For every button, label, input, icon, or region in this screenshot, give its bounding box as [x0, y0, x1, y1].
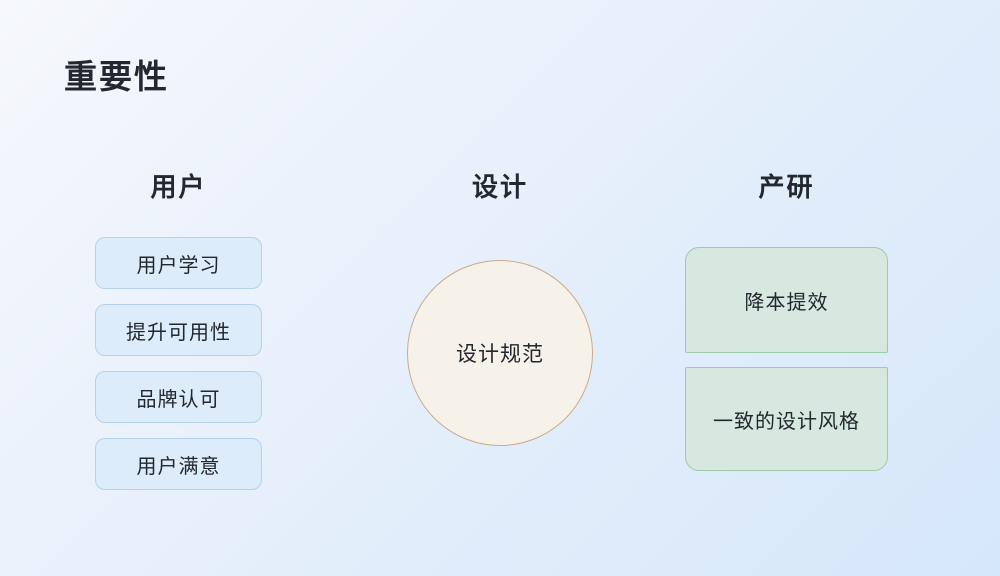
- column-header-prod: 产研: [758, 172, 815, 202]
- prod-benefit-box-consistency: 一致的设计风格: [685, 367, 888, 471]
- column-header-design: 设计: [471, 172, 528, 202]
- user-benefit-box-learning: 用户学习: [95, 237, 262, 289]
- design-spec-circle: 设计规范: [407, 260, 593, 446]
- user-benefit-box-satisfaction: 用户满意: [95, 438, 262, 490]
- slide-title: 重要性: [64, 58, 169, 95]
- column-header-user: 用户: [150, 172, 207, 202]
- user-benefit-box-usability: 提升可用性: [95, 304, 262, 356]
- prod-benefit-box-efficiency: 降本提效: [685, 247, 888, 353]
- user-benefit-box-brand: 品牌认可: [95, 371, 262, 423]
